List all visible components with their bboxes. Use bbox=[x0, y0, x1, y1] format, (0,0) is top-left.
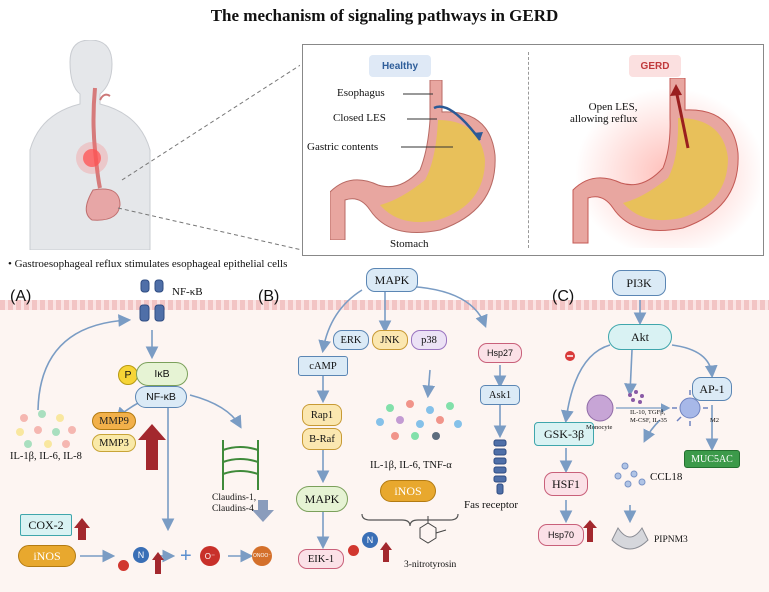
healthy-tag: Healthy bbox=[369, 55, 431, 77]
esophagus-label: Esophagus bbox=[337, 87, 385, 99]
m2-label: M2 bbox=[710, 417, 720, 424]
closed-les-label: Closed LES bbox=[333, 112, 386, 124]
mapk-top-node: MAPK bbox=[366, 268, 418, 292]
inos-brace bbox=[361, 513, 459, 527]
m2-macrophage-glyph bbox=[672, 390, 708, 426]
nitrotyrosine-molecule bbox=[419, 516, 447, 544]
erk-node: ERK bbox=[333, 330, 369, 350]
panel-b-label: (B) bbox=[258, 288, 280, 305]
nfkb-receptor-glyph bbox=[139, 279, 165, 322]
panel-a-cytokine-dots bbox=[16, 410, 76, 448]
rap1-node: Rap1 bbox=[302, 404, 342, 426]
superoxide-node: O⁻ bbox=[200, 546, 220, 566]
nfkb-receptor-label: NF-κB bbox=[172, 286, 203, 298]
hsp27-node: Hsp27 bbox=[478, 343, 522, 363]
bullet-text: • Gastroesophageal reflux stimulates eso… bbox=[8, 258, 287, 270]
fas-receptor-glyph bbox=[493, 439, 507, 495]
akt-node: Akt bbox=[608, 324, 672, 350]
braf-node: B-Raf bbox=[302, 428, 342, 450]
ccl18-label: CCL18 bbox=[650, 471, 683, 483]
mapk-lower-node: MAPK bbox=[296, 486, 348, 512]
claudins-glyph bbox=[222, 440, 259, 490]
monocyte-label: Monocyte bbox=[586, 424, 613, 431]
nitrotyrosin-label: 3-nitrotyrosin bbox=[404, 560, 457, 570]
panel-c-label: (C) bbox=[552, 288, 575, 305]
camp-node: cAMP bbox=[298, 356, 348, 376]
gerd-tag: GERD bbox=[629, 55, 681, 77]
ask1-node: Ask1 bbox=[480, 385, 520, 405]
panel-b-cytokines-label: IL-1β, IL-6, TNF-α bbox=[370, 460, 452, 471]
bullet-glyph: • bbox=[8, 258, 15, 270]
monocyte-glyph bbox=[586, 394, 614, 422]
oxygen-atom-b bbox=[348, 545, 359, 556]
hsf1-node: HSF1 bbox=[544, 472, 588, 496]
human-torso-illustration bbox=[29, 40, 300, 250]
muc5ac-node: MUC5AC bbox=[684, 450, 740, 468]
plus-sign: + bbox=[180, 545, 192, 567]
fas-receptor-label: Fas receptor bbox=[464, 499, 519, 511]
panel-a-label: (A) bbox=[10, 288, 32, 305]
upregulation-arrows bbox=[74, 424, 597, 574]
pipnm3-receptor-glyph bbox=[611, 527, 649, 550]
stomach-label: Stomach bbox=[390, 238, 429, 250]
p38-node: p38 bbox=[411, 330, 447, 350]
page-title: The mechanism of signaling pathways in G… bbox=[210, 6, 559, 25]
inos-node-b: iNOS bbox=[380, 480, 436, 502]
jnk-node: JNK bbox=[372, 330, 408, 350]
eik1-node: EIK-1 bbox=[298, 549, 344, 569]
bullet-label: Gastroesophageal reflux stimulates esoph… bbox=[14, 258, 288, 270]
open-les-label: Open LES, allowing reflux bbox=[570, 101, 638, 125]
panel-b-cytokine-dots bbox=[376, 400, 462, 440]
gerd-stomach-illustration bbox=[572, 78, 760, 248]
ikb-node: IκB bbox=[136, 362, 188, 386]
panel-c-cytokine-dots bbox=[628, 390, 644, 404]
nitrogen-atom-b: N bbox=[362, 532, 378, 548]
healthy-stomach-illustration bbox=[330, 80, 496, 240]
ccl18-dots bbox=[614, 462, 646, 488]
pi3k-node: PI3K bbox=[612, 270, 666, 296]
pipnm3-label: PIPNM3 bbox=[654, 535, 688, 545]
macrophage-cytokines-label: IL-10, TGFβ, M-CSF, IL-35 bbox=[630, 409, 668, 424]
oxygen-atom-a bbox=[118, 560, 129, 571]
gastric-contents-label: Gastric contents bbox=[307, 141, 379, 153]
peroxynitrite-node: ONOO⁻ bbox=[252, 546, 272, 566]
panel-a-cytokines-label: IL-1β, IL-6, IL-8 bbox=[10, 451, 82, 462]
hsp70-node: Hsp70 bbox=[538, 524, 584, 546]
inset-pointer-lines bbox=[401, 93, 453, 148]
mmp3-node: MMP3 bbox=[92, 434, 136, 452]
nfkb-node: NF-κB bbox=[135, 386, 187, 408]
gsk3b-node: GSK-3β bbox=[534, 422, 594, 446]
cox2-node: COX-2 bbox=[20, 514, 72, 536]
claudins-down-arrow bbox=[252, 500, 274, 522]
mmp9-node: MMP9 bbox=[92, 412, 136, 430]
nitrogen-atom-a: N bbox=[133, 547, 149, 563]
inset-divider bbox=[528, 52, 529, 248]
inos-node-a: iNOS bbox=[18, 545, 76, 567]
ap1-node: AP-1 bbox=[692, 377, 732, 401]
claudins-label: Claudins-1, Claudins-4 bbox=[212, 493, 257, 514]
phospho-p-node: P bbox=[118, 365, 138, 385]
